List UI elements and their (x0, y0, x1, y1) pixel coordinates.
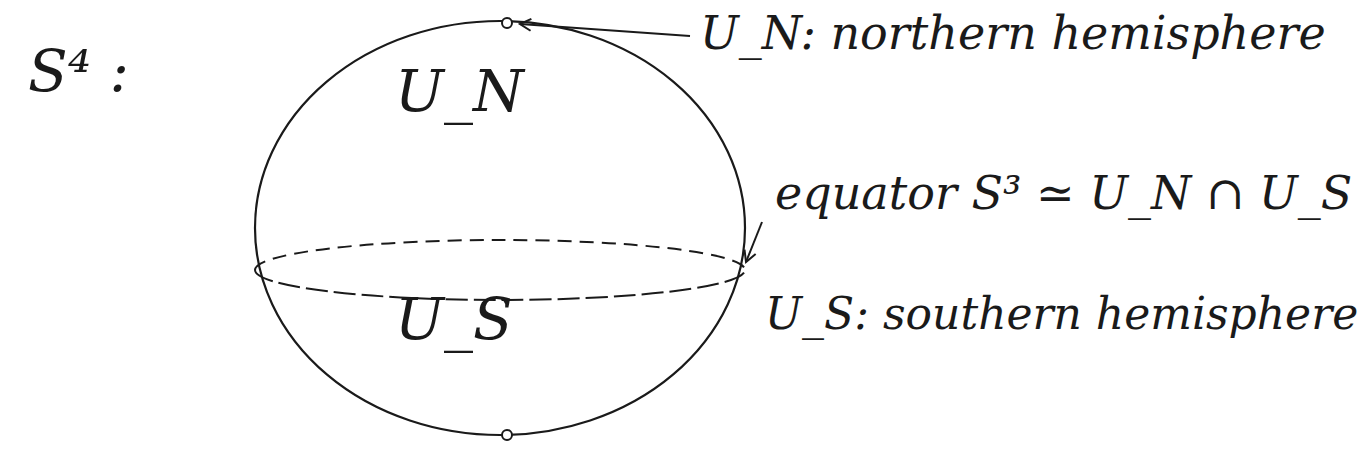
sphere-name: S⁴ : (28, 40, 129, 104)
leader-arrow (746, 222, 762, 262)
region-name: U_S (395, 288, 513, 352)
equator-back (255, 240, 745, 270)
sphere-outline (255, 21, 745, 435)
south-pole (502, 430, 512, 440)
region-label: U_N: northern hemisphere (700, 8, 1326, 59)
equator-label: equator S³ ≃ U_N ∩ U_S (775, 168, 1352, 219)
leader-arrow (520, 24, 690, 36)
region-label: U_S: southern hemisphere (765, 290, 1358, 338)
region-name: U_N (395, 60, 524, 124)
north-pole (502, 18, 512, 28)
